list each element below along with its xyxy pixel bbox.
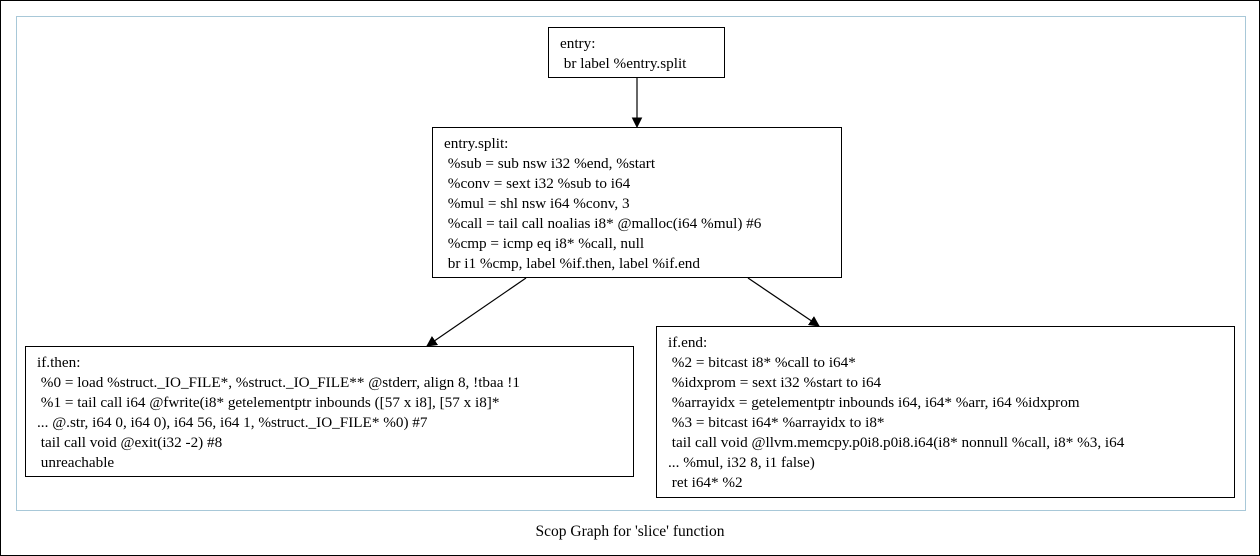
node-if-end-line: %2 = bitcast i8* %call to i64* bbox=[668, 354, 856, 371]
node-entry-line: entry: bbox=[560, 35, 596, 52]
node-entry-split: entry.split: %sub = sub nsw i32 %end, %s… bbox=[432, 127, 842, 278]
scop-cluster bbox=[16, 16, 1246, 511]
node-if-then: if.then: %0 = load %struct._IO_FILE*, %s… bbox=[25, 346, 634, 477]
node-entry-split-line: %sub = sub nsw i32 %end, %start bbox=[444, 155, 656, 172]
node-entry-split-line: %cmp = icmp eq i8* %call, null bbox=[444, 235, 645, 252]
node-entry-split-line: %mul = shl nsw i64 %conv, 3 bbox=[444, 195, 630, 212]
node-entry-line: br label %entry.split bbox=[560, 55, 687, 72]
node-entry-split-line: %conv = sext i32 %sub to i64 bbox=[444, 175, 631, 192]
node-if-end-line: %3 = bitcast i64* %arrayidx to i8* bbox=[668, 414, 885, 431]
node-if-end-line: if.end: bbox=[668, 334, 708, 351]
node-if-then-line: %1 = tail call i64 @fwrite(i8* getelemen… bbox=[37, 394, 500, 411]
node-if-then-line: ... @.str, i64 0, i64 0), i64 56, i64 1,… bbox=[37, 414, 428, 431]
node-entry: entry: br label %entry.split bbox=[548, 27, 725, 78]
node-if-end-line: ret i64* %2 bbox=[668, 474, 743, 491]
node-entry-split-line: %call = tail call noalias i8* @malloc(i6… bbox=[444, 215, 762, 232]
node-if-then-line: unreachable bbox=[37, 454, 115, 471]
node-entry-split-line: entry.split: bbox=[444, 135, 509, 152]
node-entry-split-line: br i1 %cmp, label %if.then, label %if.en… bbox=[444, 255, 700, 272]
node-if-end-line: ... %mul, i32 8, i1 false) bbox=[668, 454, 815, 471]
node-if-then-line: tail call void @exit(i32 -2) #8 bbox=[37, 434, 223, 451]
node-if-end: if.end: %2 = bitcast i8* %call to i64* %… bbox=[656, 326, 1235, 498]
node-if-then-line: %0 = load %struct._IO_FILE*, %struct._IO… bbox=[37, 374, 520, 391]
node-if-end-line: %arrayidx = getelementptr inbounds i64, … bbox=[668, 394, 1080, 411]
node-if-end-line: %idxprom = sext i32 %start to i64 bbox=[668, 374, 882, 391]
graph-caption: Scop Graph for 'slice' function bbox=[535, 523, 725, 540]
node-if-then-line: if.then: bbox=[37, 354, 81, 371]
node-if-end-line: tail call void @llvm.memcpy.p0i8.p0i8.i6… bbox=[668, 434, 1125, 451]
